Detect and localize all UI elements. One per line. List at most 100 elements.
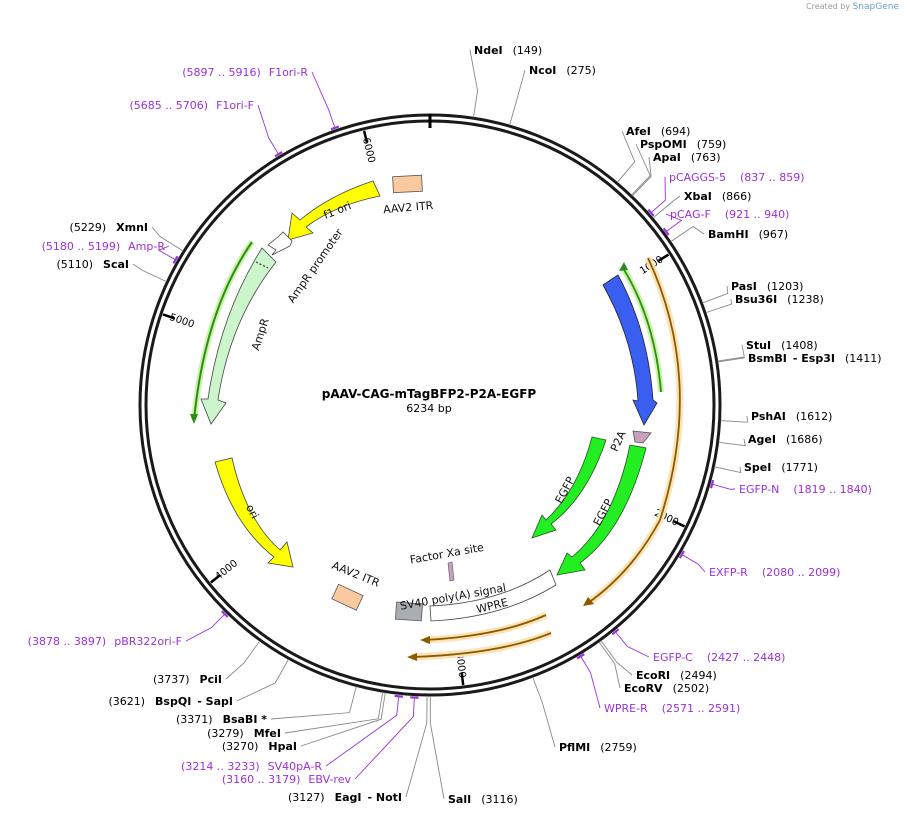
enzyme-site-label: EcoRV(2502): [624, 682, 709, 695]
aav2-itr-top: [392, 174, 423, 194]
enzyme-leader: [720, 415, 749, 423]
ampr-label: AmpR: [249, 316, 272, 352]
enzyme-leader: [469, 49, 479, 118]
tick-mark: [162, 313, 175, 320]
primer-site-label: EGFP-C(2427 .. 2448): [653, 651, 785, 664]
primer-site-mark: [576, 653, 585, 660]
primer-leader: [682, 554, 706, 573]
primer-leader: [257, 104, 279, 154]
enzyme-leader: [652, 195, 681, 219]
primer-leader: [354, 698, 415, 780]
enzyme-site-label: (3270)HpaI: [222, 740, 297, 753]
enzyme-site-label: (3737)PciI: [153, 673, 222, 686]
ori-label: ori: [243, 502, 261, 521]
orf-arc-2: [424, 614, 547, 641]
enzyme-site-label: (3279)MfeI: [207, 727, 281, 740]
orf-arc-3-head: [407, 653, 417, 661]
enzyme-site-label: PflMI(2759): [559, 741, 637, 754]
primer-site-mark: [709, 479, 715, 489]
p2a-label: P2A: [608, 429, 629, 454]
tick-mark: [673, 520, 686, 528]
primer-site-label: (5180 .. 5199)Amp-R: [42, 240, 166, 253]
primer-leader: [158, 245, 175, 260]
enzyme-leader: [717, 344, 745, 362]
snapgene-credit: Created by SnapGene: [806, 2, 899, 12]
tick-mark: [362, 130, 369, 143]
credit-prefix: Created by: [806, 2, 851, 11]
primer-site-mark: [662, 227, 670, 236]
orf-arc-3: [411, 632, 552, 658]
enzyme-leader: [617, 130, 636, 183]
factor-xa-label: Factor Xa site: [409, 541, 485, 567]
primer-leader: [580, 656, 601, 709]
primer-site-label: (3160 .. 3179)EBV-rev: [222, 773, 352, 786]
ampr-orf-head: [190, 414, 198, 424]
primer-site-mark: [678, 550, 685, 559]
aav2-itr-bottom: [331, 583, 364, 611]
enzyme-site-label: NcoI(275): [529, 64, 596, 77]
enzyme-leader: [631, 143, 651, 196]
wpre-arrow: [429, 569, 557, 622]
enzyme-site-label: SalI(3116): [448, 793, 518, 806]
primer-site-mark: [394, 694, 403, 698]
primer-leader: [185, 614, 225, 642]
plasmid-size: 6234 bp: [406, 402, 451, 415]
primer-site-label: (5685 .. 5706)F1ori-F: [130, 99, 255, 112]
ampr-promoter-arrow: [267, 231, 293, 256]
enzyme-leader: [670, 225, 705, 242]
primer-site-label: (3214 .. 3233)SV40pA-R: [181, 760, 322, 773]
primer-site-mark: [647, 208, 655, 217]
site-labels: NdeI(149)NcoI(275)AfeI(694)PspOMI(759)Ap…: [28, 44, 882, 806]
p2a-arrow: [632, 430, 652, 444]
enzyme-site-label: (5229)XmnI: [70, 221, 148, 234]
enzyme-leader: [225, 640, 261, 680]
enzyme-site-label: StuI(1408): [746, 339, 818, 352]
primer-leader: [651, 176, 666, 213]
enzyme-site-label: AgeI(1686): [748, 433, 823, 446]
primer-site-mark: [221, 610, 229, 618]
enzyme-site-label: NdeI(149): [474, 44, 542, 57]
enzyme-leader: [632, 156, 652, 197]
aav2-itr-top-label: AAV2 ITR: [383, 199, 435, 216]
tick-label: 3000: [453, 652, 467, 679]
primer-site-label: (3878 .. 3897)pBR322ori-F: [28, 635, 182, 648]
enzyme-site-label: XbaI(866): [684, 190, 751, 203]
primer-site-mark: [172, 255, 179, 264]
enzyme-site-label: PasI(1203): [731, 280, 803, 293]
primer-site-label: EXFP-R(2080 .. 2099): [709, 566, 840, 579]
enzyme-site-label: Bsu36I(1238): [735, 293, 824, 306]
snapgene-logo: SnapGene: [852, 2, 899, 12]
enzyme-leader: [151, 226, 184, 252]
enzyme-site-label: BamHI(967): [708, 228, 788, 241]
enzyme-site-label: EcoRI(2494): [636, 669, 717, 682]
egfp-inner-arrow: [531, 436, 607, 539]
tagbfp-orf-head: [619, 262, 628, 271]
factor-xa-site: [447, 561, 455, 582]
primer-leader: [712, 484, 736, 490]
enzyme-site-label: (3621)BspQI- SapI: [108, 695, 233, 708]
enzyme-site-label: PshAI(1612): [751, 410, 832, 423]
enzyme-site-label: AfeI(694): [626, 125, 690, 138]
egfp-outer-arrow: [556, 444, 647, 576]
orf-arc-1: [587, 257, 681, 604]
primer-site-label: pCAG-F(921 .. 940): [670, 208, 789, 221]
tagbfp-orf-line: [622, 267, 662, 393]
f1-ori-arrow: [287, 180, 381, 241]
primer-leader: [325, 697, 400, 767]
primer-site-label: (5897 .. 5916)F1ori-R: [182, 66, 308, 79]
primer-marks: [158, 71, 736, 780]
enzyme-leader: [236, 659, 289, 702]
enzyme-leader: [717, 357, 745, 363]
primer-site-label: WPRE-R(2571 .. 2591): [604, 702, 740, 715]
enzyme-site-label: ApaI(763): [653, 151, 721, 164]
plasmid-name: pAAV-CAG-mTagBFP2-P2A-EGFP: [322, 387, 537, 401]
primer-site-mark: [330, 125, 340, 131]
leader-lines: [132, 49, 749, 800]
primer-site-mark: [274, 151, 283, 158]
enzyme-leader: [429, 695, 445, 800]
primer-leader: [615, 632, 650, 658]
enzyme-leader: [132, 263, 167, 283]
enzyme-site-label: (3371)BsaBI *: [176, 713, 267, 726]
primer-leader: [311, 71, 335, 128]
